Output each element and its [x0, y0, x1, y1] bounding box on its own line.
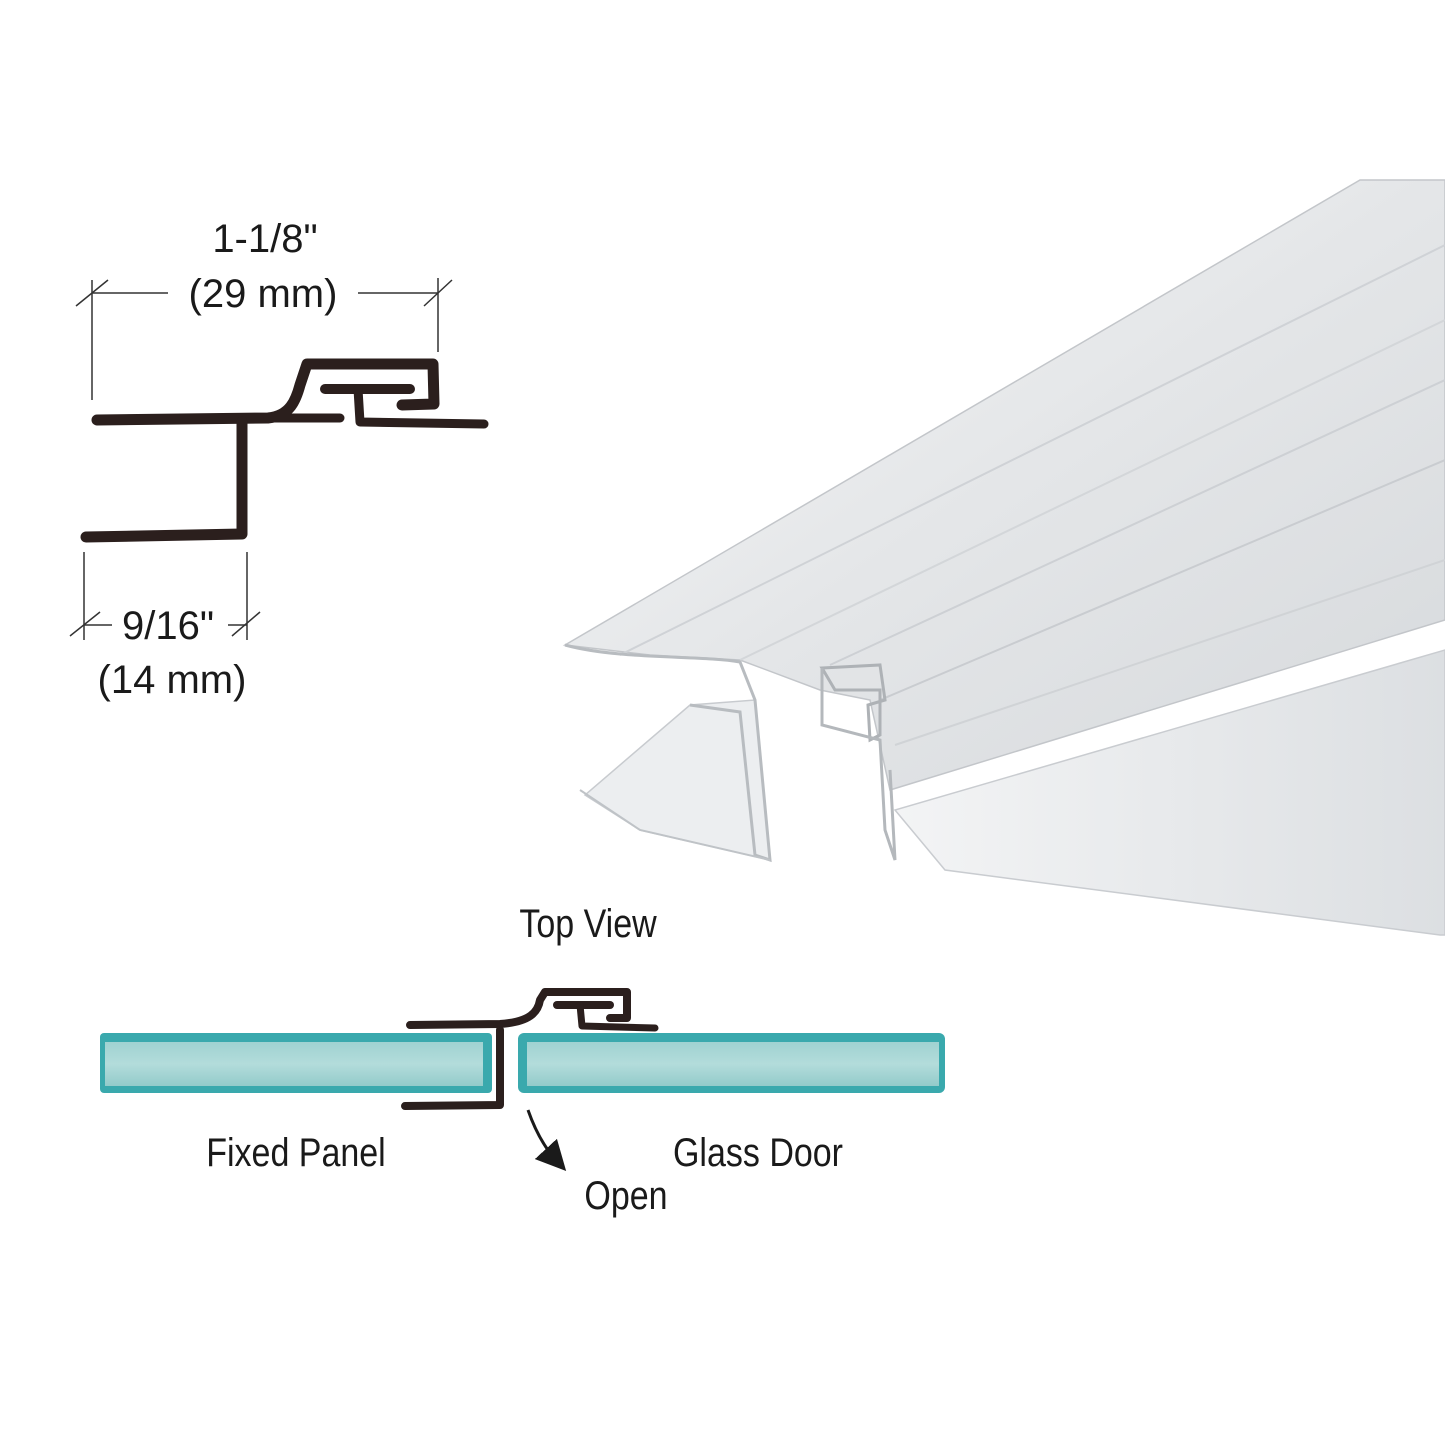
glass-door-label: Glass Door: [673, 1129, 843, 1174]
dimension-leg-inches: 9/16": [122, 604, 214, 648]
top-view-title: Top View: [519, 900, 656, 945]
profile-cross-section: [80, 358, 489, 543]
fixed-panel-glass: [100, 1033, 492, 1093]
dimension-overall-mm: (29 mm): [189, 272, 338, 316]
glass-door-glass: [518, 1033, 945, 1093]
open-arrow-icon: [526, 1109, 567, 1172]
product-photo-clear-seal: [562, 179, 1445, 936]
dimension-leg-mm: (14 mm): [98, 658, 247, 702]
top-view-profile: [401, 988, 659, 1110]
dimension-lines: [69, 278, 453, 640]
fixed-panel-label: Fixed Panel: [206, 1129, 385, 1174]
dimension-overall-inches: 1-1/8": [212, 217, 317, 261]
open-label: Open: [584, 1172, 667, 1217]
